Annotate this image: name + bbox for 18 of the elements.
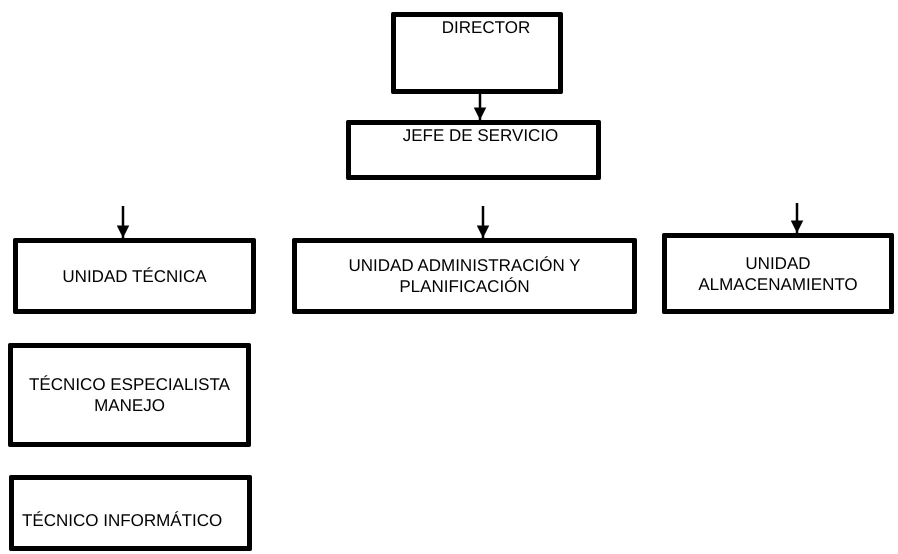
box-label: JEFE DE SERVICIO [402, 125, 558, 146]
org-box [13, 238, 256, 314]
arrow [116, 206, 130, 238]
box-label: UNIDAD TÉCNICA [62, 266, 207, 286]
org-box [391, 12, 563, 94]
arrow [476, 206, 490, 238]
box-label: DIRECTOR [442, 17, 530, 38]
box-label: UNIDAD ADMINISTRACIÓN Y PLANIFICACIÓN [347, 255, 582, 297]
arrow [790, 203, 804, 233]
box-label: UNIDAD ALMACENAMIENTO [697, 252, 859, 294]
box-label: TÉCNICO INFORMÁTICO [22, 510, 222, 530]
box-label: TÉCNICO ESPECIALISTA MANEJO [28, 374, 231, 416]
arrow [474, 94, 486, 120]
org-box [292, 238, 637, 314]
org-box [662, 233, 894, 314]
org-box [346, 120, 601, 180]
org-box [8, 343, 251, 447]
org-box [9, 475, 252, 551]
